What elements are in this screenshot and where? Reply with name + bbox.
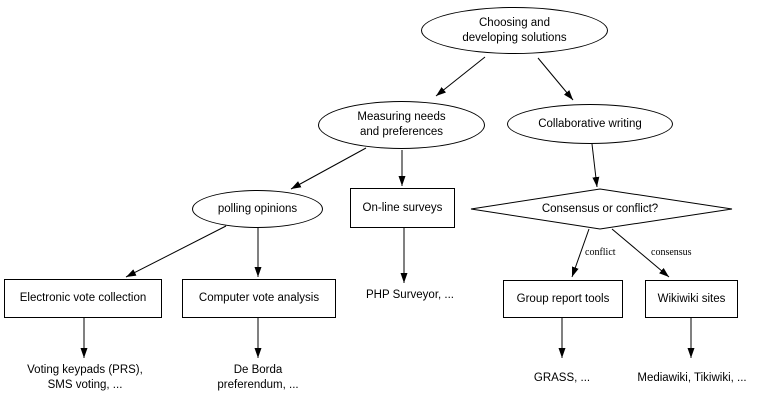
node-measuring-needs-preferences: Measuring needs and preferences bbox=[318, 101, 485, 149]
edge-polling-electronic-vote bbox=[125, 225, 227, 278]
node-polling-opinions: polling opinions bbox=[192, 190, 323, 228]
node-consensus-or-conflict: Consensus or conflict? bbox=[520, 199, 680, 219]
node-label-line: PHP Surveyor, ... bbox=[366, 288, 454, 301]
node-label-line: Consensus or conflict? bbox=[541, 202, 659, 215]
node-label-line: polling opinions bbox=[217, 202, 298, 215]
node-group-report-tools: Group report tools bbox=[503, 280, 623, 318]
edge-label-consensus: consensus bbox=[651, 247, 692, 258]
node-electronic-vote-collection: Electronic vote collection bbox=[4, 279, 162, 318]
node-label-line: De Borda bbox=[233, 364, 283, 377]
node-label-line: Mediawiki, Tikiwiki, ... bbox=[637, 371, 747, 384]
node-grass: GRASS, ... bbox=[502, 370, 622, 386]
edge-collaborative-consensus bbox=[591, 143, 600, 188]
node-voting-keypads: Voting keypads (PRS), SMS voting, ... bbox=[5, 362, 165, 394]
node-wikiwiki-sites: Wikiwiki sites bbox=[645, 280, 738, 318]
node-label-line: preferendum, ... bbox=[217, 379, 299, 391]
node-computer-vote-analysis: Computer vote analysis bbox=[182, 279, 336, 318]
node-de-borda-preferendum: De Borda preferendum, ... bbox=[188, 362, 328, 394]
node-php-surveyor: PHP Surveyor, ... bbox=[340, 287, 480, 303]
diamond-consensus-or-conflict bbox=[470, 188, 733, 230]
node-online-surveys: On-line surveys bbox=[350, 188, 455, 228]
edge-label-conflict: conflict bbox=[585, 247, 616, 258]
node-label-line: and preferences bbox=[359, 126, 444, 138]
node-choosing-developing-solutions: Choosing and developing solutions bbox=[421, 7, 608, 54]
node-label-line: On-line surveys bbox=[362, 201, 443, 214]
node-label-line: Computer vote analysis bbox=[198, 292, 320, 305]
edge-consensus-wikiwiki bbox=[611, 228, 670, 278]
node-label-line: Choosing and bbox=[479, 16, 550, 29]
node-mediawiki-tikiwiki: Mediawiki, Tikiwiki, ... bbox=[612, 370, 768, 386]
edge-choosing-measuring bbox=[435, 56, 486, 97]
node-label-line: Group report tools bbox=[516, 292, 610, 305]
node-label-line: Collaborative writing bbox=[538, 117, 642, 130]
node-label-line: Electronic vote collection bbox=[19, 292, 147, 305]
edge-measuring-polling bbox=[290, 147, 367, 190]
node-collaborative-writing: Collaborative writing bbox=[507, 104, 673, 144]
node-label-line: GRASS, ... bbox=[533, 371, 591, 384]
node-label-line: developing solutions bbox=[462, 31, 567, 44]
node-label-line: Measuring needs bbox=[357, 111, 446, 124]
node-label-line: Voting keypads (PRS), bbox=[27, 364, 143, 377]
node-label-line: Wikiwiki sites bbox=[657, 292, 726, 305]
node-label-line: SMS voting, ... bbox=[47, 379, 123, 391]
edge-consensus-group-report bbox=[571, 228, 590, 278]
edge-choosing-collaborative bbox=[537, 57, 574, 101]
